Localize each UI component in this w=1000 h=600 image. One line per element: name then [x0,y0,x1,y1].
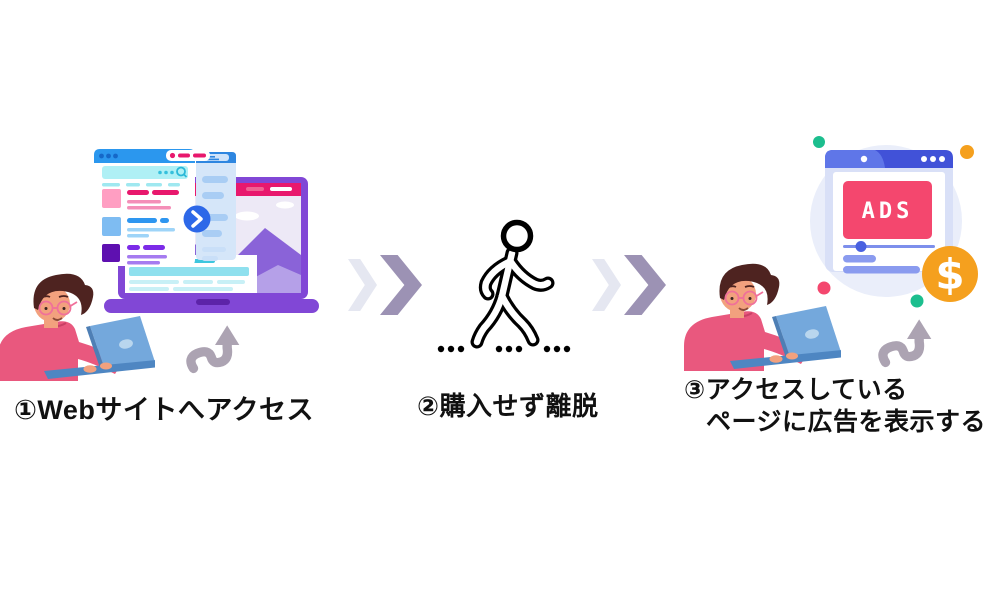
double-chevron-icon [624,255,666,315]
text-line-bar [843,255,876,263]
ads-display-illustration: ADS $ [810,136,978,308]
result-row-purple [102,244,167,265]
curved-up-arrow-icon [878,308,936,370]
content-slider [843,241,935,252]
person-at-laptop-illustration [0,272,155,381]
decor-dot-green [910,294,924,308]
result-row-pink [102,189,179,210]
result-row-blue [102,217,175,238]
dotted-path [437,345,571,353]
person-at-laptop-illustration [683,262,841,371]
walking-person-icon [437,219,571,353]
step-3-label-line2: ページに広告を表示する [706,408,987,436]
decor-dot-red [817,281,831,295]
step-1-label: ①Webサイトへアクセス [14,395,315,425]
notification-badge [166,150,210,161]
decor-dot-green [813,136,825,148]
text-line-bar [843,266,920,274]
ads-browser-window: ADS [825,150,953,274]
decor-dot-orange [960,145,974,159]
chevron-right-icon [191,210,203,228]
curved-up-arrow-icon [186,314,244,376]
step-3-label-line1: ③アクセスしている [684,376,908,404]
double-chevron-icon [592,259,621,311]
double-chevron-icon [348,259,377,311]
ads-banner: ADS [843,181,932,239]
dollar-coin-icon: $ [922,246,978,302]
browser-traffic-dots-icon [921,156,945,162]
search-bar [102,166,188,179]
website-visit-illustration [94,149,319,313]
next-button [183,205,211,233]
ads-banner-text: ADS [862,199,914,224]
dollar-symbol: $ [935,250,964,299]
browser-traffic-dots-icon [99,153,118,159]
browser-window [94,149,195,266]
double-chevron-icon [380,255,422,315]
step-3-label: ③アクセスしている ページに広告を表示する [684,374,986,438]
search-icon [176,166,188,178]
step-2-label: ②購入せず離脱 [417,391,599,421]
